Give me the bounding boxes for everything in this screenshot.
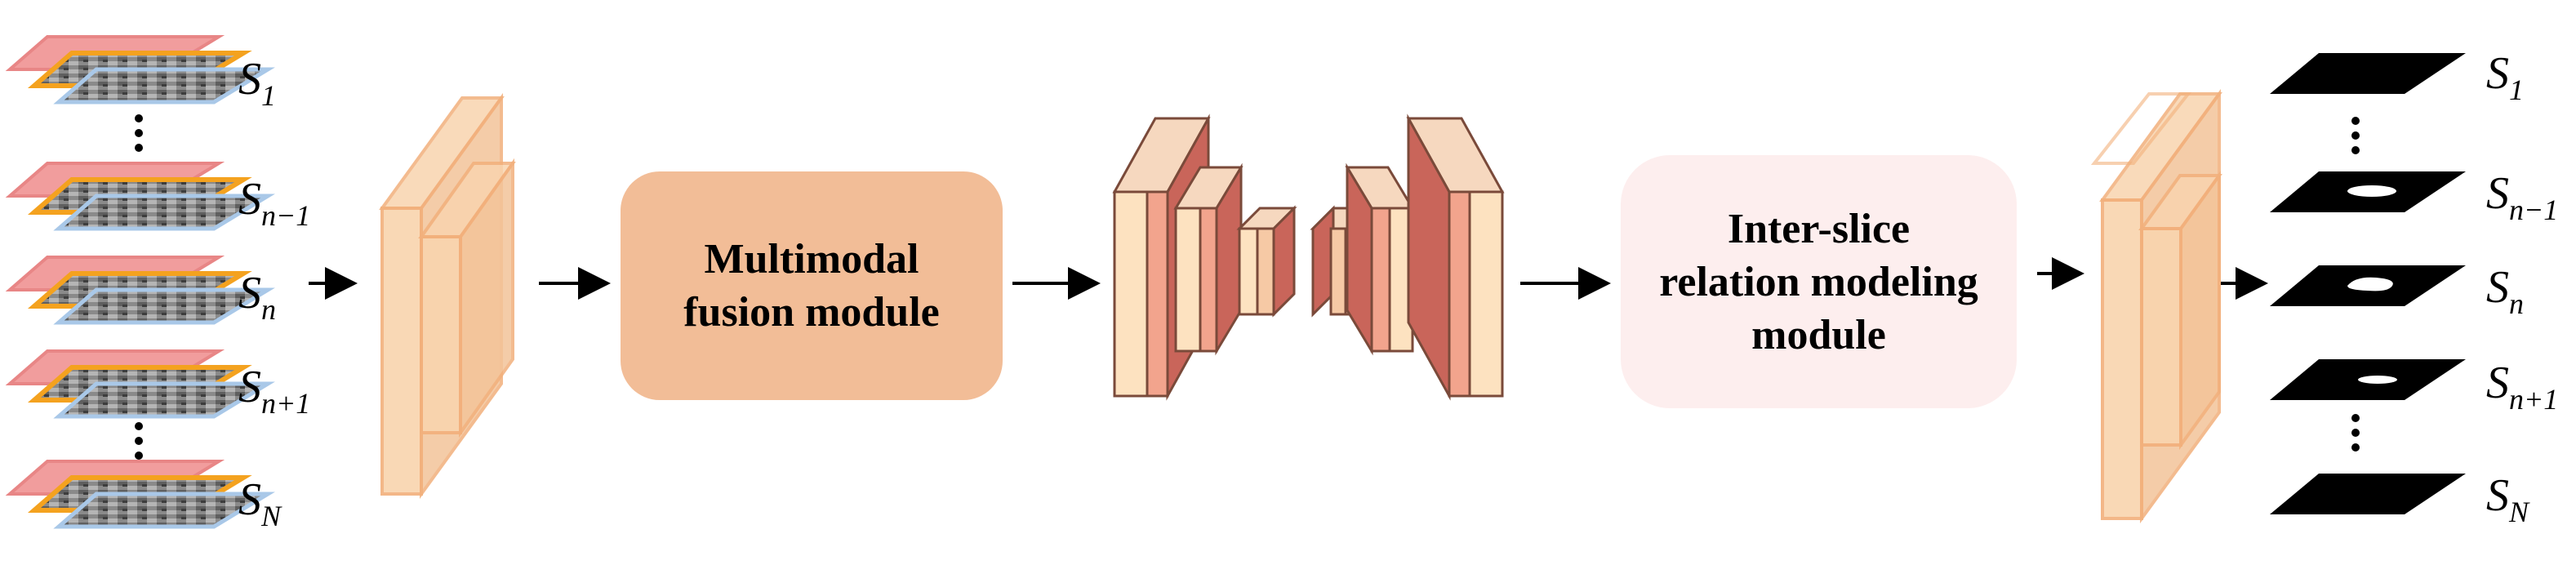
input-stack-s1	[5, 35, 275, 105]
output-mask-s1	[2270, 53, 2466, 94]
output-slice-labels: S1 Sn−1 Sn Sn+1 SN	[2486, 48, 2558, 528]
feature-maps-right	[2090, 88, 2222, 524]
feature-maps-left	[379, 92, 516, 500]
output-ellipsis-top	[2351, 117, 2360, 154]
multimodal-fusion-module: Multimodal fusion module	[621, 171, 1003, 400]
input-label-3: Sn+1	[238, 362, 310, 420]
output-label-2: Sn	[2486, 262, 2524, 320]
output-ellipsis-bottom	[2351, 414, 2360, 452]
unet-enc2	[1173, 162, 1244, 356]
input-label-1: Sn−1	[238, 174, 310, 232]
input-stack-sn-1	[5, 162, 275, 231]
unet-enc3	[1236, 205, 1297, 318]
output-label-4: SN	[2486, 470, 2530, 528]
input-slice-labels: S1 Sn−1 Sn Sn+1 SN	[238, 54, 310, 532]
input-stack-sN	[5, 460, 275, 529]
input-stack-sn1	[5, 349, 275, 419]
output-mask-sN	[2270, 474, 2466, 514]
output-mask-sn-1	[2270, 171, 2466, 212]
input-label-0: S1	[238, 54, 276, 112]
input-label-2: Sn	[238, 268, 276, 326]
input-label-4: SN	[238, 474, 283, 532]
input-stack-sn	[5, 256, 275, 325]
relation-module-label: Inter-slice relation modeling module	[1659, 205, 1978, 358]
unet-dec2	[1345, 162, 1415, 356]
output-masks	[2270, 53, 2466, 514]
unet-block	[1112, 113, 1505, 401]
fusion-module-label: Multimodal fusion module	[683, 236, 940, 336]
input-ellipsis-bottom	[135, 422, 143, 460]
inter-slice-relation-module: Inter-slice relation modeling module	[1621, 155, 2017, 408]
output-label-0: S1	[2486, 48, 2524, 106]
input-slice-stacks	[5, 35, 275, 529]
output-label-1: Sn−1	[2486, 168, 2558, 226]
output-label-3: Sn+1	[2486, 358, 2558, 416]
input-ellipsis-top	[135, 114, 143, 152]
unet-dec1	[1406, 113, 1505, 401]
output-mask-sn	[2270, 265, 2466, 306]
output-mask-sn1	[2270, 359, 2466, 400]
